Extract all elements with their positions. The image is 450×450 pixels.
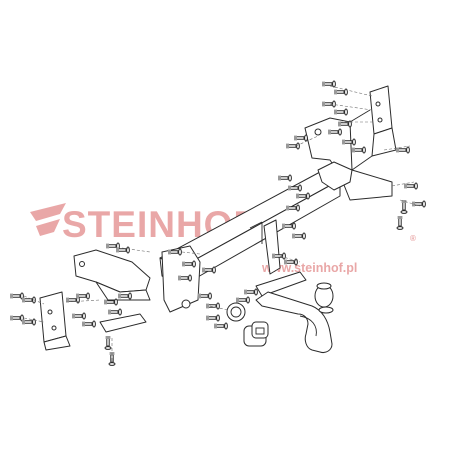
bolt-icon (322, 80, 336, 88)
bolt-icon (82, 320, 96, 328)
center-drop-bracket (255, 219, 307, 297)
bolt-icon (338, 120, 352, 128)
bolt-icon (72, 312, 86, 320)
bolt-icon (10, 314, 24, 322)
bolt-icon (272, 252, 286, 260)
bolt-icon (288, 184, 302, 192)
bolt-icon (328, 128, 342, 136)
bolt-icon (108, 308, 122, 316)
steinhof-logo-swoosh (30, 203, 66, 236)
tow-arm (255, 291, 333, 353)
bolt-icon (236, 296, 250, 304)
bolt-icon (116, 246, 130, 254)
bolt-icon (334, 88, 348, 96)
bolt-icon (198, 292, 212, 300)
bolt-icon (286, 142, 300, 150)
bolt-icon (104, 336, 112, 350)
bolt-icon (22, 318, 36, 326)
bolt-icon (396, 146, 410, 154)
bolt-icon (244, 288, 258, 296)
bolt-icon (76, 292, 90, 300)
bolt-icon (118, 292, 132, 300)
bolt-icon (404, 182, 418, 190)
bolt-icon (202, 266, 216, 274)
bolt-icon (168, 248, 182, 256)
bolt-icon (296, 192, 310, 200)
bolt-icon (342, 138, 356, 146)
bolt-icon (294, 134, 308, 142)
bolt-icon (206, 302, 220, 310)
bolt-icon (284, 258, 298, 266)
left-side-bracket (39, 249, 151, 351)
bolt-icon (278, 174, 292, 182)
assembly-guide-lines (23, 85, 421, 362)
bolt-icon (292, 232, 306, 240)
bolt-icon (182, 260, 196, 268)
bolt-icon (322, 100, 336, 108)
electrical-socket (226, 302, 269, 347)
watermark-registered-mark: ® (410, 234, 416, 243)
bolt-icon (396, 216, 404, 230)
bolt-icon (412, 200, 426, 208)
bolt-icon (400, 200, 408, 214)
bolt-icon (10, 292, 24, 300)
tow-ball (314, 282, 334, 314)
bolt-icon (214, 322, 228, 330)
watermark-url: www.steinhof.pl (261, 261, 357, 275)
bolt-icon (282, 222, 296, 230)
bolt-icon (334, 108, 348, 116)
bolt-icon (104, 298, 118, 306)
bolt-icon (178, 274, 192, 282)
bolt-set (10, 80, 426, 366)
bolt-icon (206, 314, 220, 322)
bolt-icon (352, 146, 366, 154)
bolt-icon (286, 204, 300, 212)
